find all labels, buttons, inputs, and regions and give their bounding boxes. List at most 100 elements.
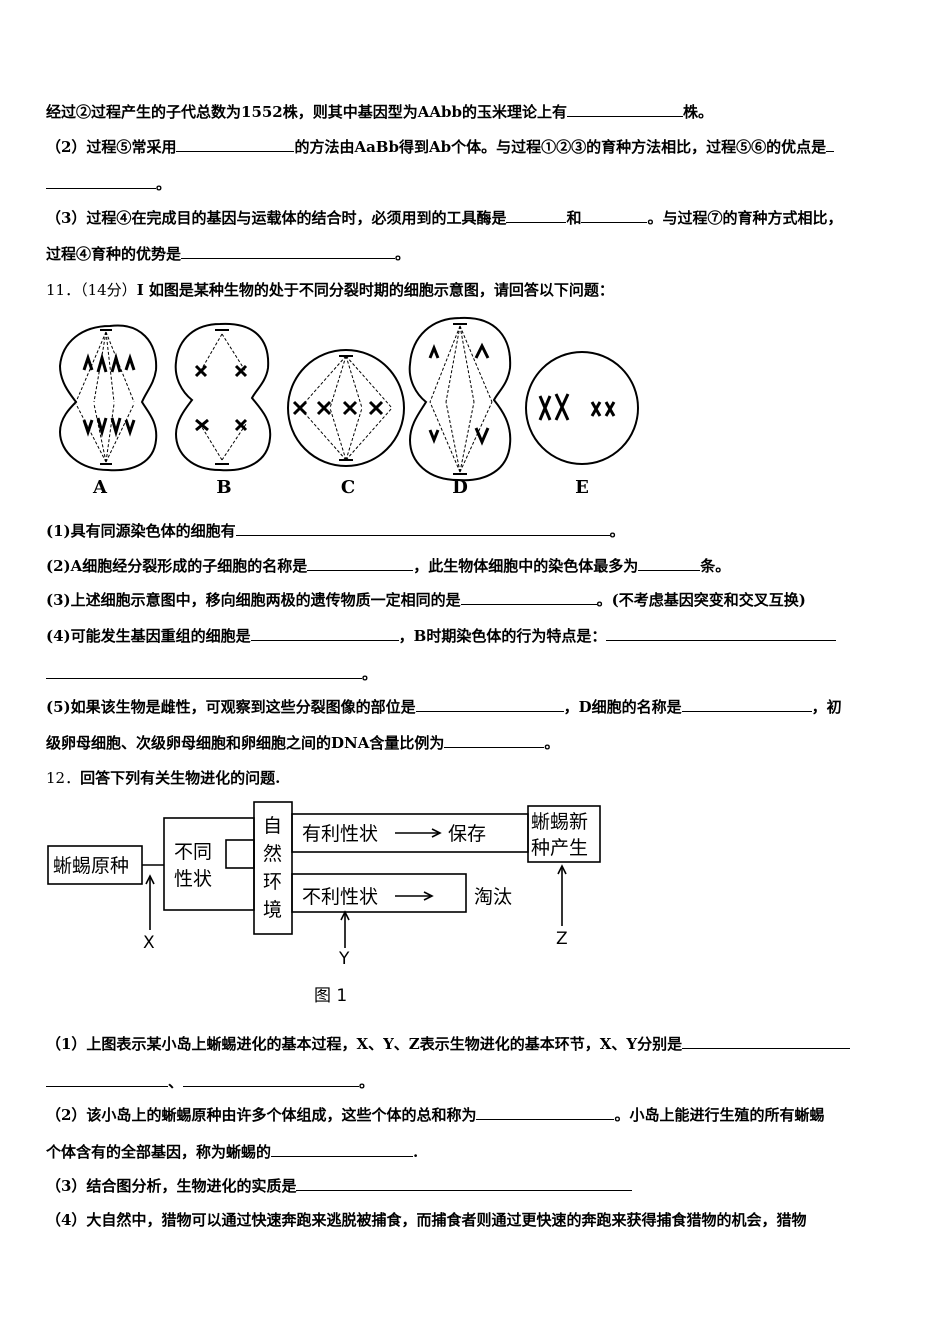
answer-blank <box>296 1176 633 1191</box>
q12-4: （4）大自然中，猎物可以通过快速奔跑来逃脱被捕食，而捕食者则通过更快速的奔跑来获… <box>46 1210 806 1230</box>
q11-5-cont: 级卵母细胞、次级卵母细胞和卵细胞之间的DNA含量比例为。 <box>46 733 559 753</box>
q11-3: (3)上述细胞示意图中，移向细胞两极的遗传物质一定相同的是 。(不考虑基因突变和交… <box>46 590 806 610</box>
q12-2-cont: 个体含有的全部基因，称为蜥蜴的. <box>46 1142 418 1162</box>
q11-4: (4)可能发生基因重组的细胞是 ，B时期染色体的行为特点是： <box>46 626 837 646</box>
origin-species: 蜥蜴原种 <box>53 855 129 877</box>
answer-blank <box>176 137 295 152</box>
text: 。小岛上能进行生殖的所有蜥蜴 <box>614 1106 825 1124</box>
favorable-trait: 有利性状 <box>302 823 378 845</box>
text: 。(不考虑基因突变和交叉互换) <box>596 591 806 609</box>
answer-blank <box>476 1105 615 1120</box>
text: 。 <box>156 175 172 193</box>
text: （3）过程④在完成目的基因与运载体的结合时，必须用到的工具酶是 <box>46 209 507 227</box>
question-11-header: 11．（14分）I 如图是某种生物的处于不同分裂时期的细胞示意图，请回答以下问题… <box>46 280 614 300</box>
text: I 如图是某种生物的处于不同分裂时期的细胞示意图，请回答以下问题： <box>136 281 614 299</box>
text: （1）上图表示某小岛上蜥蜴进化的基本过程，X、Y、Z表示生物进化的基本环节，X、… <box>46 1035 683 1053</box>
answer-blank <box>181 244 396 259</box>
cell-division-figure: A B C D E <box>58 316 639 498</box>
cell-label-e: E <box>575 477 589 498</box>
question-number: 11．（14分） <box>46 281 137 299</box>
answer-blank <box>46 1072 168 1087</box>
text: ，D细胞的名称是 <box>563 698 682 716</box>
text: ，B时期染色体的行为特点是： <box>398 627 607 645</box>
text: 。 <box>359 1073 375 1091</box>
answer-blank <box>826 137 835 152</box>
cell-e <box>525 351 639 465</box>
text: （2）该小岛上的蜥蜴原种由许多个体组成，这些个体的总和称为 <box>46 1106 477 1124</box>
q11-2: (2)A细胞经分裂形成的子细胞的名称是 ，此生物体细胞中的染色体最多为 条。 <box>46 556 730 576</box>
answer-blank <box>444 733 545 748</box>
text: 株。 <box>683 103 714 121</box>
different-traits-1: 不同 <box>174 841 212 863</box>
text-line-3: 。 <box>46 174 171 194</box>
different-traits-2: 性状 <box>174 868 212 890</box>
environment-2: 然 <box>263 843 282 865</box>
question-number: 12． <box>46 769 81 787</box>
text: 。 <box>609 522 625 540</box>
figure-caption: 图 1 <box>314 986 347 1006</box>
q12-1: （1）上图表示某小岛上蜥蜴进化的基本过程，X、Y、Z表示生物进化的基本环节，X、… <box>46 1034 851 1054</box>
text: (4)可能发生基因重组的细胞是 <box>46 627 251 645</box>
text: 过程④育种的优势是 <box>46 245 182 263</box>
cell-b <box>174 322 272 472</box>
answer-blank <box>307 556 414 571</box>
eliminate: 淘汰 <box>474 886 512 908</box>
text: 的方法由AaBb得到Ab个体。与过程①②③的育种方法相比，过程⑤⑥的优点是 <box>294 138 827 156</box>
answer-blank <box>581 208 648 223</box>
answer-blank <box>415 697 564 712</box>
preserve: 保存 <box>448 823 486 845</box>
text: ，此生物体细胞中的染色体最多为 <box>413 557 639 575</box>
text: 、 <box>168 1073 184 1091</box>
q12-3: （3）结合图分析，生物进化的实质是 <box>46 1176 633 1196</box>
q12-1-cont: 、。 <box>46 1072 374 1092</box>
answer-blank <box>682 1034 851 1049</box>
text: 和 <box>566 209 582 227</box>
q11-1: (1)具有同源染色体的细胞有。 <box>46 521 625 541</box>
answer-blank <box>235 521 610 536</box>
text: 。 <box>362 665 378 683</box>
question-12-header: 12．回答下列有关生物进化的问题. <box>46 768 280 788</box>
text: 个体含有的全部基因，称为蜥蜴的 <box>46 1143 272 1161</box>
new-species-2: 种产生 <box>531 837 588 859</box>
text: . <box>413 1143 419 1161</box>
text: 。 <box>395 245 411 263</box>
cell-label-b: B <box>216 477 231 498</box>
text: (2)A细胞经分裂形成的子细胞的名称是 <box>46 557 308 575</box>
text: 回答下列有关生物进化的问题. <box>80 769 281 787</box>
answer-blank <box>567 102 684 117</box>
text: (5)如果该生物是雌性，可观察到这些分裂图像的部位是 <box>46 698 416 716</box>
q11-5: (5)如果该生物是雌性，可观察到这些分裂图像的部位是 ，D细胞的名称是 ，初 <box>46 697 842 717</box>
environment-4: 境 <box>263 899 282 921</box>
cell-d <box>408 316 512 482</box>
text-line-5: 过程④育种的优势是 。 <box>46 244 410 264</box>
answer-blank <box>271 1142 414 1157</box>
label-x: X <box>143 933 155 953</box>
label-y: Y <box>338 949 350 969</box>
answer-blank <box>606 626 837 641</box>
text: （4）大自然中，猎物可以通过快速奔跑来逃脱被捕食，而捕食者则通过更快速的奔跑来获… <box>46 1211 807 1229</box>
text: （3）结合图分析，生物进化的实质是 <box>46 1177 297 1195</box>
answer-blank <box>506 208 567 223</box>
text-line-1: 经过②过程产生的子代总数为1552株，则其中基因型为AAbb的玉米理论上有 株。 <box>46 102 713 122</box>
text: 条。 <box>700 557 731 575</box>
text-line-4: （3）过程④在完成目的基因与运载体的结合时，必须用到的工具酶是 和 。与过程⑦的育种… <box>46 208 842 228</box>
evolution-diagram: 蜥蜴原种 不同 性状 自 然 环 境 有利性状 保存 不利性状 淘汰 蜥蜴新 种… <box>47 801 601 1006</box>
text: （2）过程⑤常采用 <box>46 138 177 156</box>
answer-blank <box>46 174 156 189</box>
text: ，初 <box>811 698 842 716</box>
answer-blank <box>460 590 597 605</box>
q11-4-cont: 。 <box>46 664 377 684</box>
text: (3)上述细胞示意图中，移向细胞两极的遗传物质一定相同的是 <box>46 591 461 609</box>
new-species-1: 蜥蜴新 <box>531 811 588 833</box>
answer-blank <box>46 664 362 679</box>
text: 。与过程⑦的育种方式相比， <box>647 209 843 227</box>
environment-1: 自 <box>263 815 282 837</box>
environment-3: 环 <box>263 871 282 893</box>
answer-blank <box>638 556 701 571</box>
answer-blank <box>681 697 812 712</box>
label-z: Z <box>556 929 568 949</box>
cell-label-c: C <box>341 477 355 498</box>
text: 经过②过程产生的子代总数为1552株，则其中基因型为AAbb的玉米理论上有 <box>46 103 568 121</box>
text: 。 <box>544 734 560 752</box>
